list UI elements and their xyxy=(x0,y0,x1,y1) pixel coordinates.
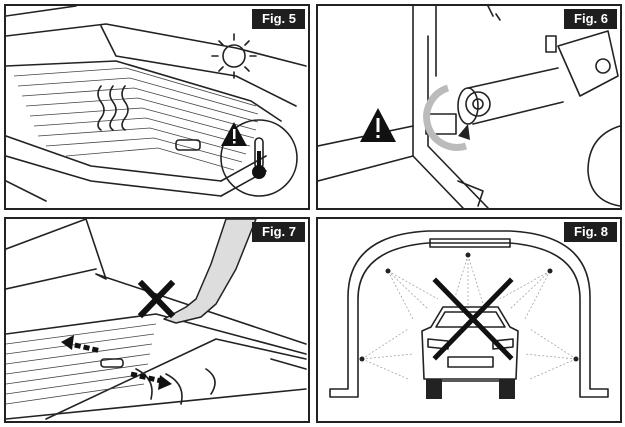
figure-label: Fig. 8 xyxy=(564,222,617,242)
figure-6-panel: Fig. 6 xyxy=(316,4,622,210)
warning-icon xyxy=(360,108,396,142)
figure-8-panel: Fig. 8 xyxy=(316,217,622,423)
cross-icon xyxy=(432,277,514,361)
thermometer-badge xyxy=(220,119,298,197)
figure-7-panel: Fig. 7 xyxy=(4,217,310,423)
shutter-handle xyxy=(100,358,124,368)
star-nut xyxy=(465,91,491,117)
truck-bed-heat-illustration xyxy=(6,6,307,202)
thermometer-icon xyxy=(252,137,266,179)
figure-label: Fig. 6 xyxy=(564,9,617,29)
cross-icon xyxy=(137,279,176,319)
warning-icon xyxy=(221,122,247,146)
figure-label: Fig. 7 xyxy=(252,222,305,242)
shutter-axle-illustration xyxy=(318,6,620,208)
figure-label: Fig. 5 xyxy=(252,9,305,29)
heat-waves-icon xyxy=(97,85,129,131)
shutter-slats xyxy=(6,323,157,405)
sun-icon xyxy=(211,33,257,79)
no-car-wash-illustration xyxy=(329,230,609,399)
car-wash-icon xyxy=(329,230,609,398)
figure-5-panel: Fig. 5 xyxy=(4,4,310,210)
shutter-slats xyxy=(13,67,259,171)
shutter-handle xyxy=(175,139,201,151)
hand-icon xyxy=(163,219,257,324)
rotate-arrow-icon xyxy=(423,84,470,151)
double-arrow-icon xyxy=(61,335,172,390)
do-not-lean-illustration xyxy=(6,219,307,420)
